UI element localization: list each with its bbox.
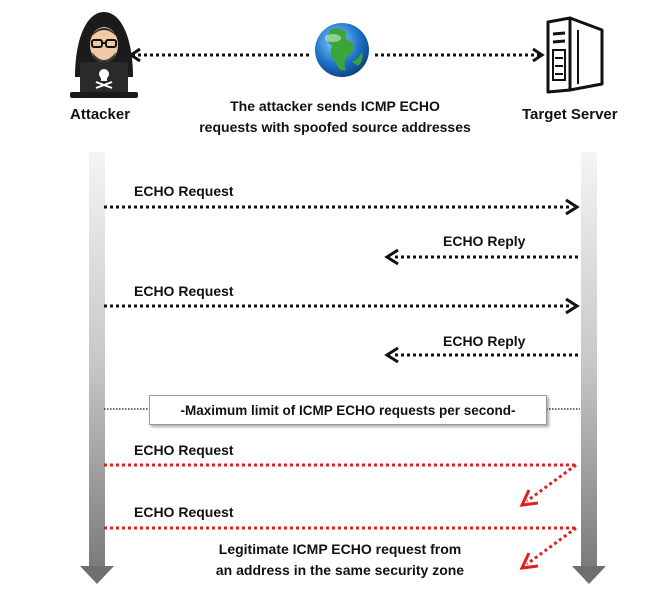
server-icon bbox=[546, 16, 604, 94]
hacker-icon bbox=[70, 12, 138, 98]
message-arrow bbox=[384, 346, 580, 364]
description-line-1: The attacker sends ICMP ECHO bbox=[230, 98, 440, 114]
message-label: ECHO Request bbox=[134, 183, 234, 199]
message-arrow bbox=[104, 297, 580, 315]
message-arrow bbox=[104, 198, 580, 216]
legitimate-note-line-1: Legitimate ICMP ECHO request from bbox=[218, 541, 462, 557]
message-label: ECHO Request bbox=[134, 504, 234, 520]
message-label: ECHO Reply bbox=[443, 333, 526, 349]
legitimate-note-line-2: an address in the same security zone bbox=[215, 562, 465, 578]
attacker-label: Attacker bbox=[70, 106, 131, 123]
blocked-request-arrow bbox=[104, 463, 577, 507]
blocked-request-arrow bbox=[104, 526, 577, 570]
globe-icon bbox=[315, 23, 369, 77]
message-arrow bbox=[384, 248, 580, 266]
description-line-2: requests with spoofed source addresses bbox=[199, 119, 471, 135]
message-label: ECHO Request bbox=[134, 283, 234, 299]
attacker-lifeline bbox=[80, 152, 114, 584]
target-server-label: Target Server bbox=[522, 106, 618, 123]
message-label: ECHO Reply bbox=[443, 233, 526, 249]
rate-limit-note: -Maximum limit of ICMP ECHO requests per… bbox=[149, 395, 547, 425]
target-lifeline bbox=[572, 152, 606, 584]
message-label: ECHO Request bbox=[134, 442, 234, 458]
